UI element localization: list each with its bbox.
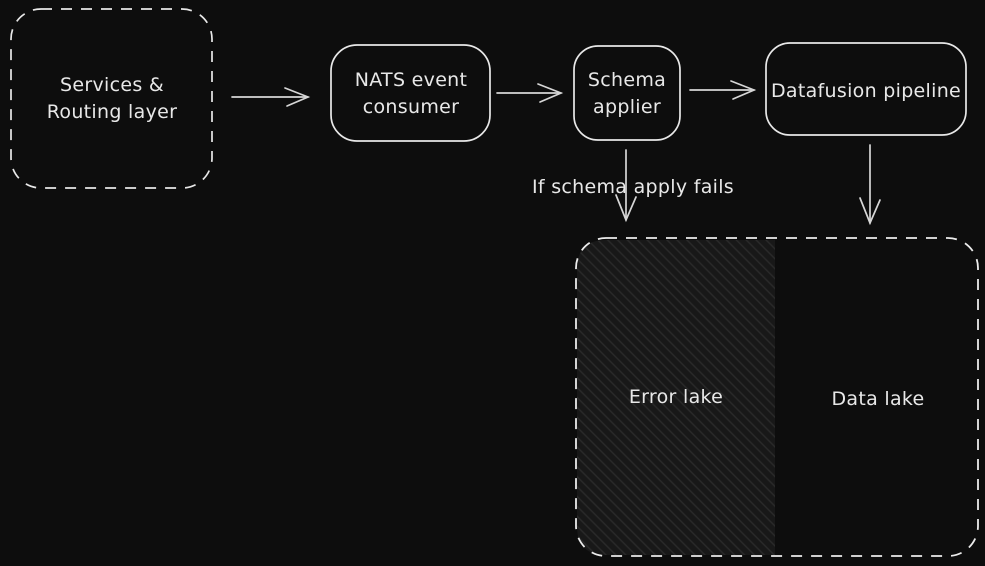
data-lake-label: Data lake bbox=[831, 388, 925, 410]
services-routing-label: Services & Routing layer bbox=[46, 74, 178, 123]
arrow-datafusion-to-data-lake bbox=[859, 144, 881, 226]
nats-consumer-box bbox=[330, 44, 491, 142]
arrow-nats-to-schema bbox=[496, 83, 564, 103]
error-lake-label: Error lake bbox=[628, 386, 724, 408]
nats-consumer-label: NATS event consumer bbox=[354, 69, 468, 118]
datafusion-pipeline-label: Datafusion pipeline bbox=[770, 80, 962, 102]
datafusion-pipeline-box bbox=[765, 42, 967, 136]
lake-container-box bbox=[575, 237, 979, 557]
error-lake-region bbox=[577, 240, 775, 555]
schema-applier-box bbox=[573, 45, 681, 141]
schema-fail-edge-label: If schema apply fails bbox=[531, 176, 734, 198]
arrow-schema-to-datafusion bbox=[689, 80, 757, 100]
services-routing-box bbox=[10, 8, 213, 189]
arrow-services-to-nats bbox=[231, 87, 311, 107]
schema-applier-label: Schema applier bbox=[587, 69, 667, 118]
arrow-schema-to-error-lake bbox=[615, 149, 637, 223]
